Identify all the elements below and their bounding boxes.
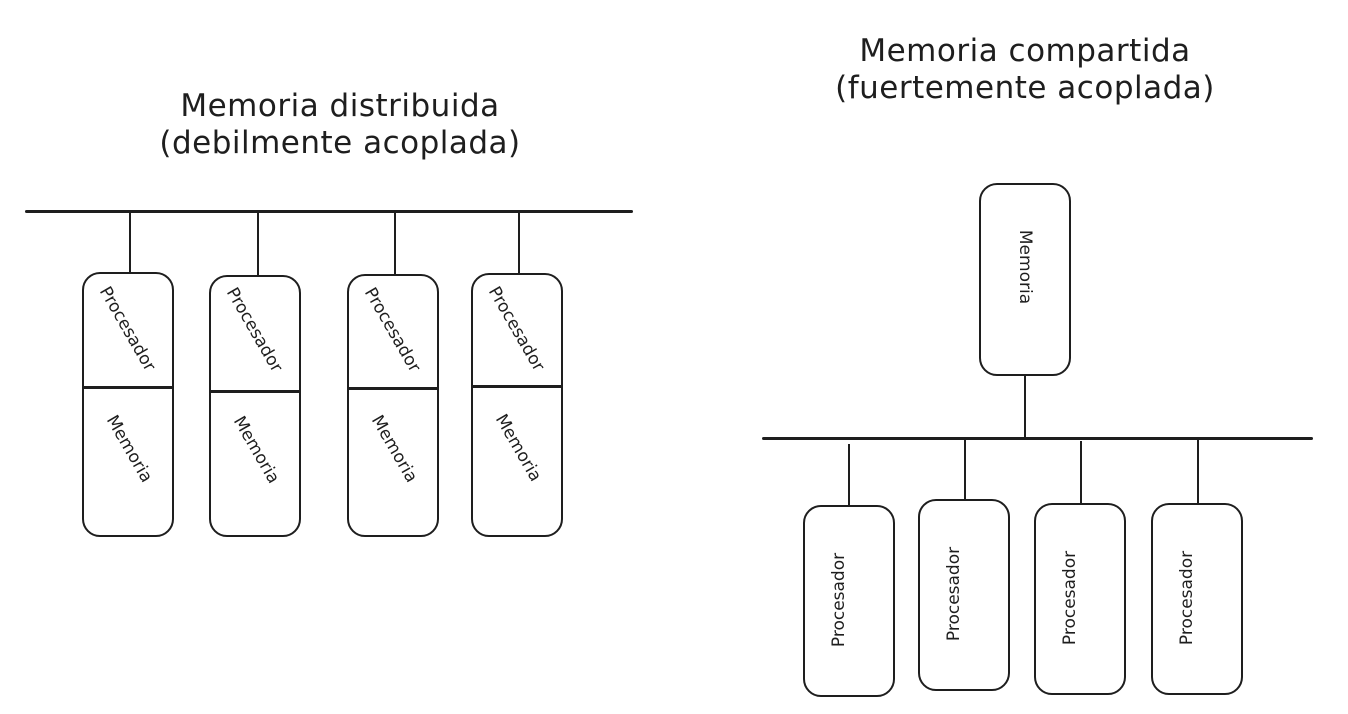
processor-label: Procesador <box>359 284 425 376</box>
processor-label: Procesador <box>829 552 850 648</box>
processor-label: Procesador <box>94 283 160 375</box>
right-wire-3 <box>1080 441 1082 505</box>
distributed-memory-title: Memoria distribuida (debilmente acoplada… <box>130 88 550 162</box>
shared-memory-title: Memoria compartida (fuertemente acoplada… <box>790 33 1260 107</box>
distributed-node-4: Procesador Memoria <box>471 273 563 537</box>
memory-label: Memoria <box>490 410 546 486</box>
distributed-memory-title-line1: Memoria distribuida <box>180 88 500 124</box>
memory-label: Memoria <box>101 411 157 487</box>
processor-label: Procesador <box>483 283 549 375</box>
distributed-memory-title-line2: (debilmente acoplada) <box>159 125 521 161</box>
right-wire-1 <box>848 444 850 506</box>
node-divider <box>84 386 172 389</box>
memory-label: Memoria <box>366 411 422 487</box>
memory-to-bus-wire <box>1024 376 1026 438</box>
processor-label: Procesador <box>1060 550 1081 646</box>
left-wire-2 <box>257 212 259 276</box>
shared-interconnect-bus <box>762 437 1313 440</box>
shared-memory-label: Memoria <box>1015 229 1036 305</box>
distributed-node-1: Procesador Memoria <box>82 272 174 537</box>
shared-memory-box: Memoria <box>979 183 1071 376</box>
shared-processor-2: Procesador <box>918 499 1010 691</box>
right-wire-2 <box>964 440 966 500</box>
distributed-node-3: Procesador Memoria <box>347 274 439 537</box>
processor-label: Procesador <box>944 546 965 642</box>
node-divider <box>349 387 437 390</box>
node-divider <box>473 385 561 388</box>
left-wire-1 <box>129 212 131 273</box>
processor-label: Procesador <box>221 284 287 376</box>
shared-processor-1: Procesador <box>803 505 895 697</box>
shared-memory-title-line1: Memoria compartida <box>859 33 1191 69</box>
shared-processor-3: Procesador <box>1034 503 1126 695</box>
node-divider <box>211 390 299 393</box>
distributed-node-2: Procesador Memoria <box>209 275 301 537</box>
processor-label: Procesador <box>1177 550 1198 646</box>
left-wire-4 <box>518 212 520 274</box>
right-wire-4 <box>1197 440 1199 504</box>
shared-memory-title-line2: (fuertemente acoplada) <box>835 70 1215 106</box>
shared-processor-4: Procesador <box>1151 503 1243 695</box>
distributed-interconnect-bus <box>25 210 633 213</box>
left-wire-3 <box>394 212 396 275</box>
memory-label: Memoria <box>228 412 284 488</box>
